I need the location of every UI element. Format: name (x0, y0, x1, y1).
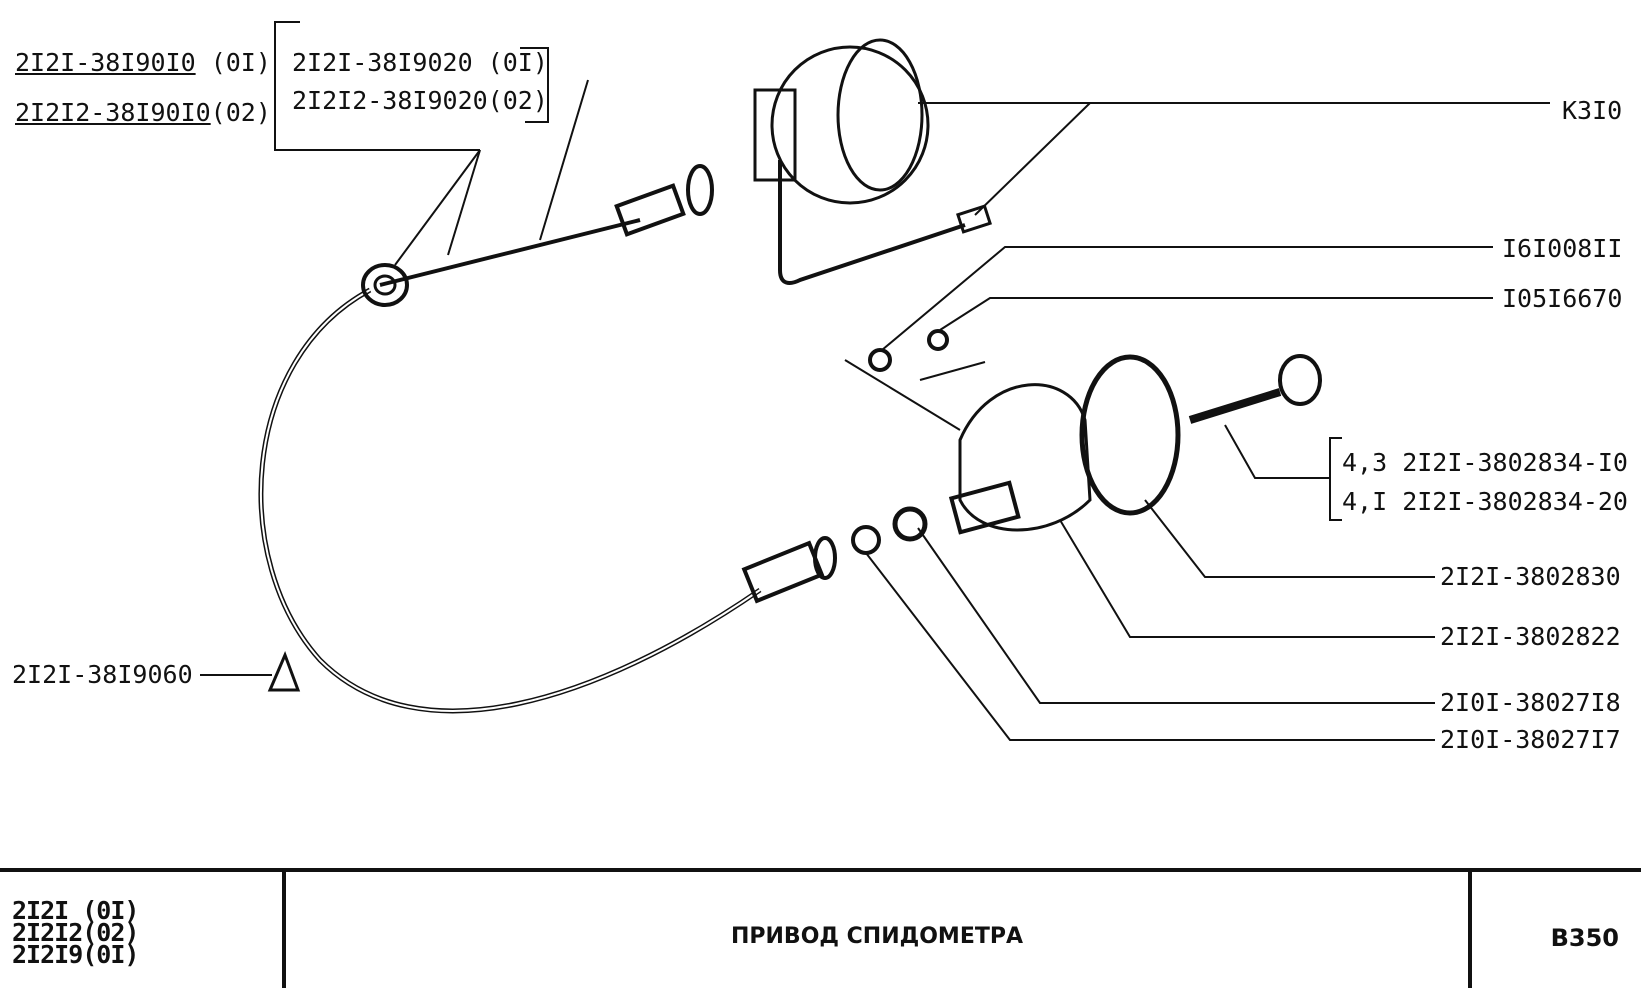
exploded-diagram (200, 21, 1550, 741)
gear-shaft (1188, 354, 1322, 424)
leader-p2 (939, 297, 1493, 331)
leader-k310-b (974, 102, 1091, 216)
cable-bottom-fitting (741, 536, 837, 604)
label-p6: 2I0I-38027I7 (1440, 725, 1621, 754)
bracket-right (520, 47, 549, 123)
drawing-code: B350 (1550, 924, 1619, 952)
leader-p1 (881, 246, 1493, 351)
label-cable-01-suffix: (0I) (210, 48, 271, 77)
nut-2 (927, 329, 949, 351)
label-p1: I6I008II (1502, 234, 1623, 263)
label-gear-a: 4,3 2I2I-3802834-I0 (1342, 448, 1628, 477)
cable-top-fitting (361, 164, 714, 307)
nut-1 (868, 348, 892, 372)
models-cell: 2I2I (0I) 2I2I2(02) 2I2I9(0I) (0, 872, 284, 988)
label-p2: I05I6670 (1502, 284, 1623, 313)
title-block: 2I2I (0I) 2I2I2(02) 2I2I9(0I) ПРИВОД СПИ… (0, 868, 1641, 988)
label-gear-b: 4,I 2I2I-3802834-20 (1342, 487, 1628, 516)
washer (851, 525, 881, 555)
bracket-left (274, 21, 480, 151)
leader-gear (1224, 424, 1330, 479)
leader-inner (539, 79, 589, 241)
model-list: 2I2I (0I) 2I2I2(02) 2I2I9(0I) (12, 896, 139, 969)
label-inner-01: 2I2I-38I9020 (0I) (292, 48, 548, 77)
speedometer (753, 38, 992, 285)
label-cable-02-suffix: (02) (210, 98, 271, 127)
model-3: 2I2I9(0I) (12, 940, 139, 969)
cable-upper (379, 218, 641, 287)
leader-p3 (1144, 499, 1435, 578)
divider-1 (282, 872, 286, 988)
bushing (892, 506, 928, 542)
label-cable-02: 2I2I2-38I90I0(02) (15, 98, 271, 128)
leader-cable-1 (394, 149, 481, 266)
drawing-title: ПРИВОД СПИДОМЕТРА (730, 924, 1023, 949)
label-cable-02-code: 2I2I2-38I90I0 (15, 98, 211, 127)
cable (258, 287, 762, 714)
leader-cable-2 (447, 149, 481, 256)
label-cable-01: 2I2I-38I90I0 (0I) (15, 48, 271, 78)
label-clip: 2I2I-38I9060 (12, 660, 193, 689)
model-2: 2I2I2(02) (12, 918, 139, 947)
label-p3: 2I2I-3802830 (1440, 562, 1621, 591)
leader-p4 (1059, 519, 1435, 638)
label-p5: 2I0I-38027I8 (1440, 688, 1621, 717)
label-k310: К3I0 (1562, 96, 1623, 125)
divider-2 (1468, 872, 1472, 988)
drive-housing (844, 354, 1181, 535)
model-1: 2I2I (0I) (12, 896, 139, 925)
bracket-gear (1329, 437, 1342, 521)
leader-p5 (917, 527, 1435, 704)
title-cell: ПРИВОД СПИДОМЕТРА (286, 872, 1468, 988)
label-p4: 2I2I-3802822 (1440, 622, 1621, 651)
code-cell: B350 (1472, 872, 1641, 988)
label-cable-01-code: 2I2I-38I90I0 (15, 48, 196, 77)
leader-p6 (865, 552, 1435, 741)
clip (200, 650, 301, 692)
label-inner-02: 2I2I2-38I9020(02) (292, 86, 548, 115)
